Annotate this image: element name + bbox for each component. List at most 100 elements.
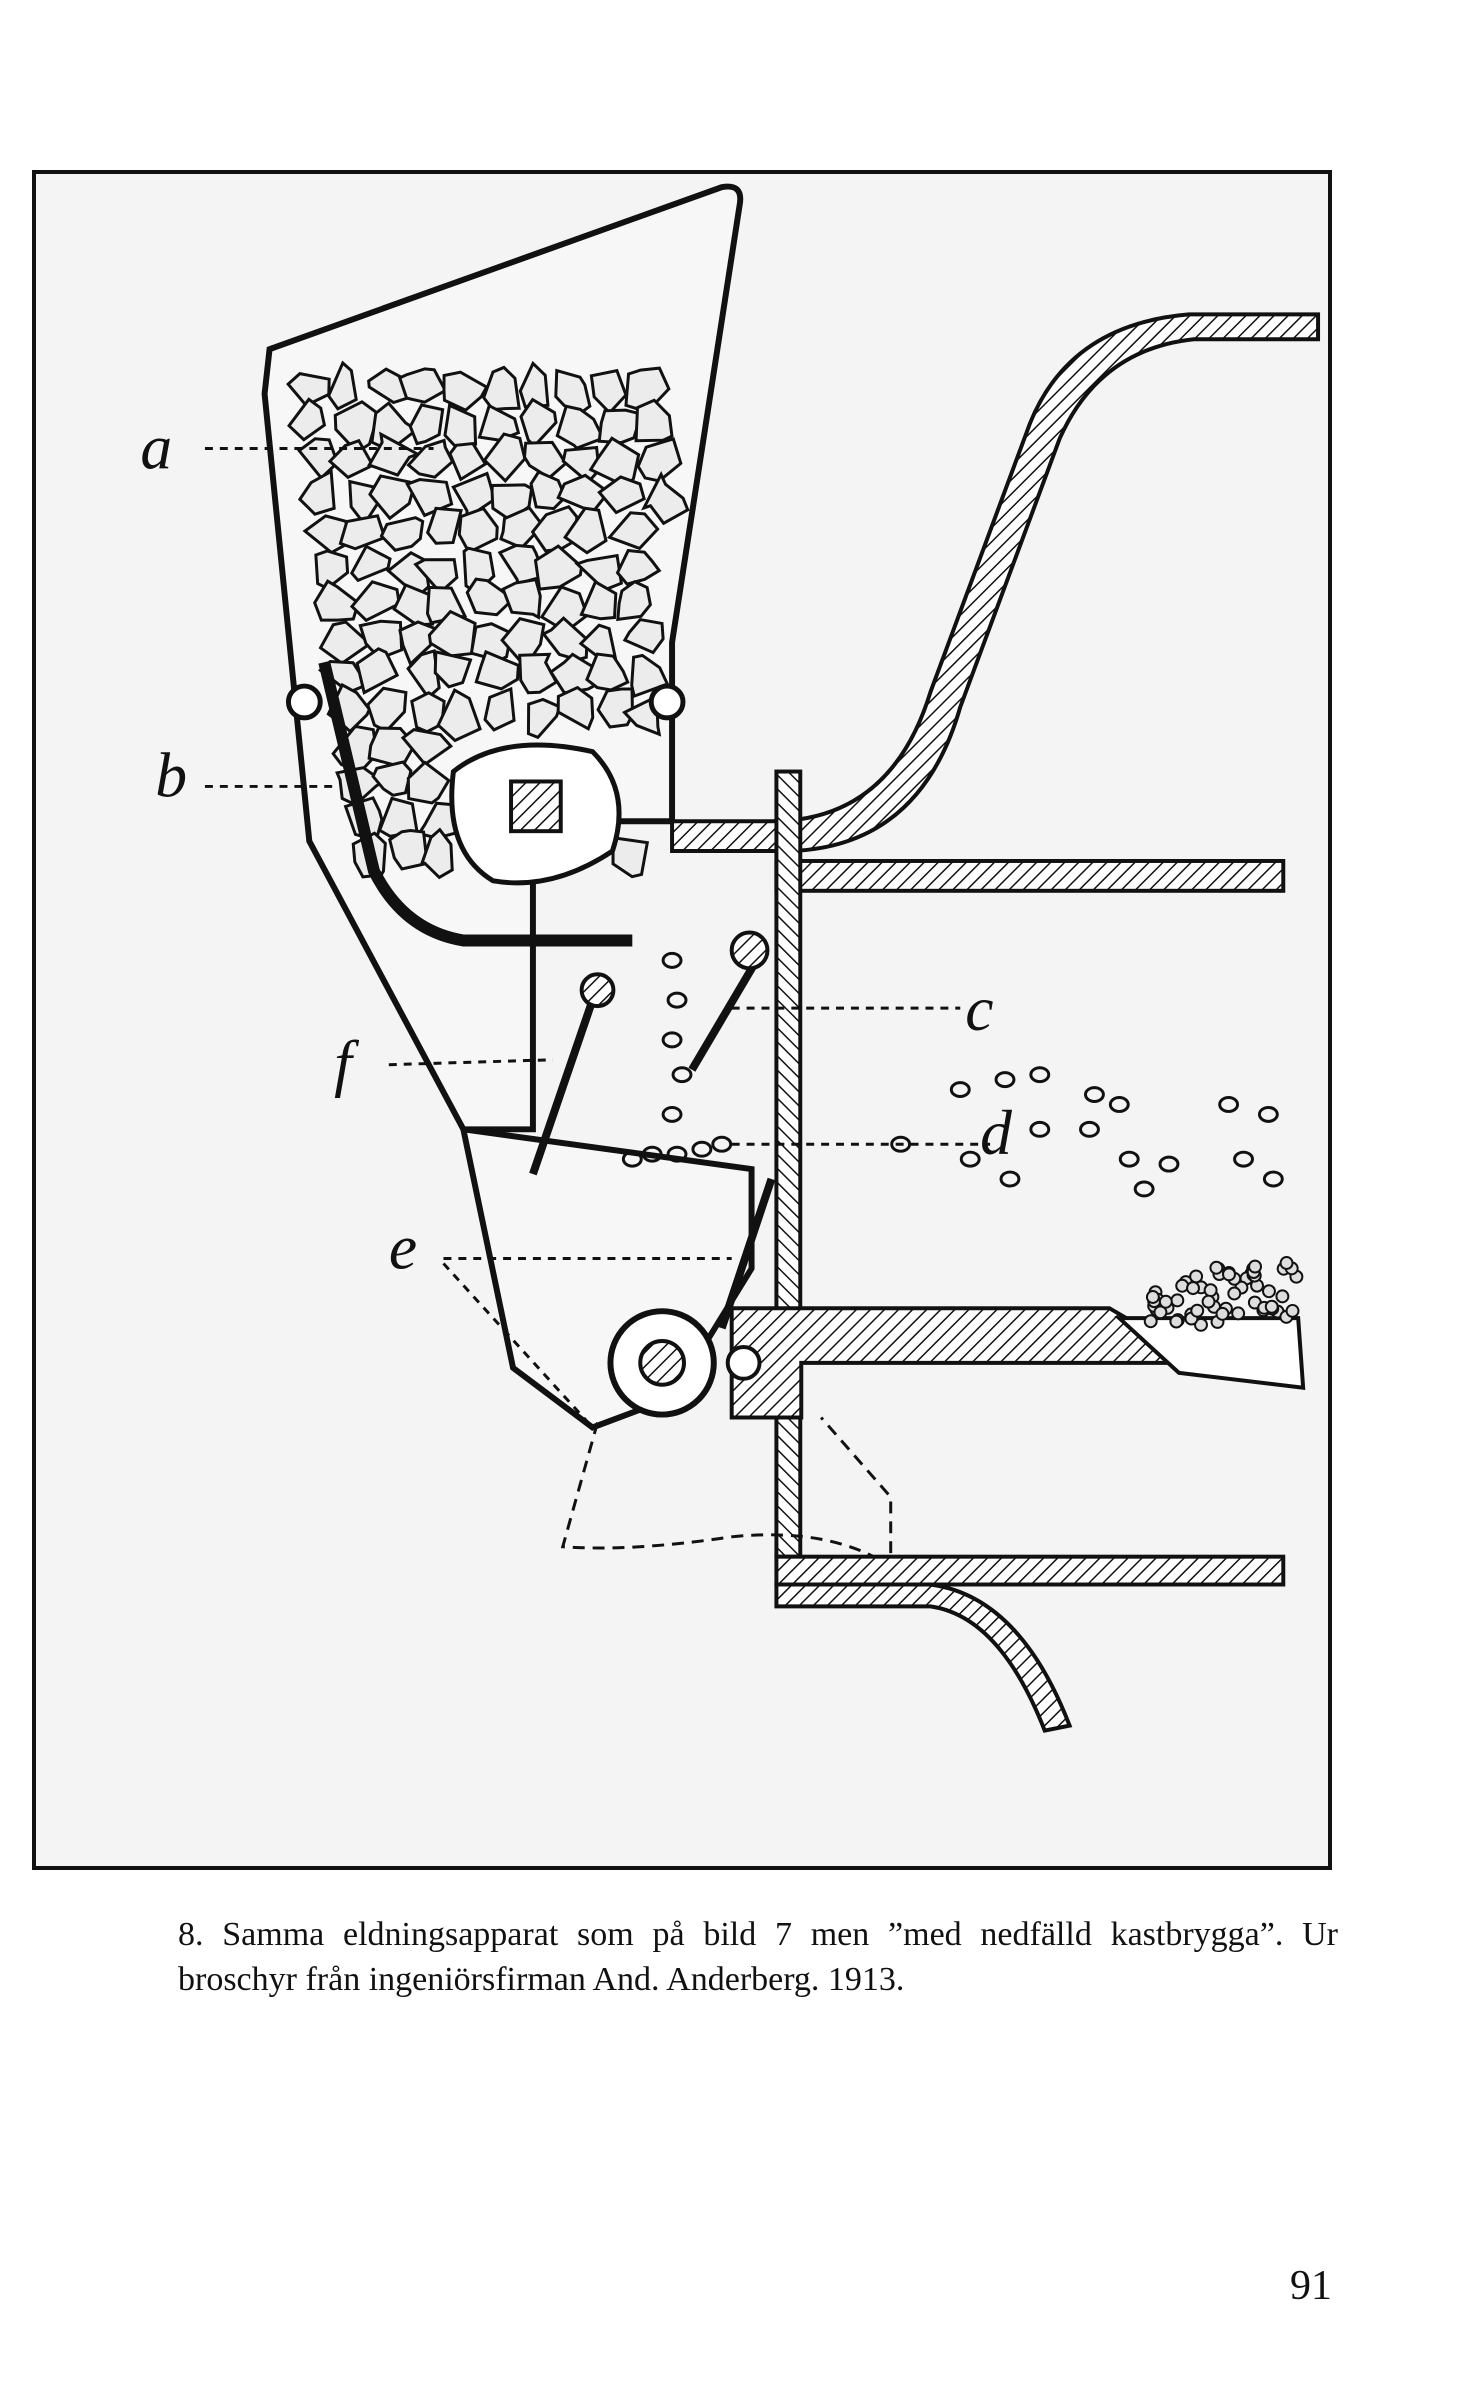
coal-lump: [313, 579, 361, 622]
coal-lump: [634, 398, 674, 443]
coal-lump: [442, 370, 489, 412]
coal-lump: [405, 478, 454, 518]
coal-lump: [640, 471, 690, 526]
ash-grain: [1190, 1303, 1205, 1318]
coal-lump: [338, 514, 387, 551]
fuel-particle: [1218, 1096, 1240, 1113]
coal-lump: [419, 827, 454, 880]
coal-lump: [355, 647, 400, 695]
ash-grain: [1201, 1294, 1216, 1309]
ash-grain: [1203, 1283, 1218, 1298]
coal-lump: [482, 432, 527, 484]
coal-lump: [436, 688, 482, 743]
coal-lump: [406, 760, 451, 805]
pivot-left: [285, 683, 323, 721]
ash-grain: [1153, 1305, 1168, 1320]
bottom-curve: [774, 1582, 1073, 1733]
ash-grain: [1169, 1314, 1184, 1329]
fuel-particle: [1118, 1150, 1140, 1168]
coal-lump: [327, 438, 375, 480]
dropped-bridge-dashed: [560, 1416, 893, 1570]
page-number: 91: [1290, 2263, 1332, 2309]
coal-lump: [556, 685, 595, 731]
fuel-particle: [691, 1140, 713, 1158]
coal-lump: [611, 836, 650, 879]
coal-lump: [563, 506, 608, 555]
grate-bar: [318, 660, 633, 947]
coal-lump: [483, 686, 516, 732]
coal-lump: [606, 511, 660, 551]
fuel-particle: [671, 1066, 693, 1084]
coal-lump: [474, 649, 520, 691]
ash-grain: [1231, 1306, 1246, 1321]
ash-grain: [1264, 1299, 1279, 1314]
lower-bridge: [729, 1306, 1177, 1420]
ash-grain: [1145, 1290, 1160, 1304]
feeder-axle: [509, 779, 563, 834]
ash-pile: [1143, 1256, 1304, 1332]
fuel-particle: [999, 1170, 1021, 1188]
lever-f: [529, 998, 597, 1176]
fuel-particle: [1257, 1105, 1279, 1123]
lever-c-knob: [729, 930, 770, 971]
ash-grain: [1285, 1303, 1300, 1318]
coal-lump: [388, 828, 429, 871]
fuel-particle: [661, 1031, 683, 1049]
pivot-right: [648, 683, 686, 721]
ash-grain: [1186, 1281, 1200, 1296]
ash-grain: [1279, 1256, 1294, 1270]
ash-grain: [1227, 1286, 1242, 1301]
small-wheel: [725, 1344, 762, 1381]
coal-lump: [518, 652, 559, 695]
coal-lumps: [286, 360, 690, 880]
fuel-particle: [1262, 1170, 1284, 1188]
coal-lump: [287, 397, 327, 442]
ash-grain: [1248, 1259, 1263, 1274]
coal-lump: [397, 367, 448, 404]
upper-shelf: [774, 858, 1286, 893]
coal-lump: [379, 516, 425, 552]
figure-illustration: a b c d e f: [32, 170, 1332, 1870]
fuel-particle: [1084, 1086, 1105, 1103]
coal-lump: [615, 548, 662, 586]
fuel-particle: [959, 1150, 981, 1168]
fuel-particle: [1029, 1120, 1051, 1138]
label-a: a: [140, 411, 172, 482]
coal-lump: [482, 365, 521, 412]
bottom-shelf: [774, 1554, 1286, 1587]
label-d: d: [980, 1097, 1012, 1168]
coal-lump: [297, 469, 336, 516]
wheel-hub: [638, 1339, 686, 1387]
fuel-particle: [1079, 1120, 1100, 1138]
coal-lump: [433, 650, 473, 689]
fuel-particle: [890, 1135, 912, 1153]
coal-lump: [448, 441, 488, 482]
coal-lump: [371, 760, 413, 797]
leader-lines: [204, 447, 991, 1429]
fuel-particle: [1133, 1180, 1155, 1198]
coal-lump: [349, 544, 392, 583]
coal-lump: [349, 580, 401, 623]
ash-grain: [1209, 1260, 1224, 1275]
ash-grain: [1222, 1267, 1236, 1282]
fuel-particle: [711, 1135, 733, 1153]
fuel-particle: [949, 1081, 971, 1099]
ash-grain: [1262, 1284, 1276, 1299]
fuel-particles: [621, 951, 1284, 1198]
coal-lump: [548, 652, 602, 695]
coal-lump: [596, 687, 635, 729]
ash-grain: [1275, 1289, 1290, 1304]
lever-f-knob: [579, 972, 616, 1009]
coal-lump: [622, 617, 665, 655]
figure-caption: 8. Samma eldningsapparat som på bild 7 m…: [178, 1916, 1338, 1998]
ash-grain: [1215, 1306, 1230, 1321]
coal-lump: [406, 438, 455, 479]
ash-grain: [1143, 1314, 1158, 1329]
coal-lump: [616, 579, 652, 622]
fuel-particle: [1029, 1066, 1051, 1084]
ash-grain: [1170, 1293, 1185, 1308]
fuel-particle: [621, 1150, 643, 1168]
fuel-particle: [666, 991, 688, 1009]
fuel-particle: [661, 951, 683, 969]
label-f: f: [334, 1028, 359, 1099]
